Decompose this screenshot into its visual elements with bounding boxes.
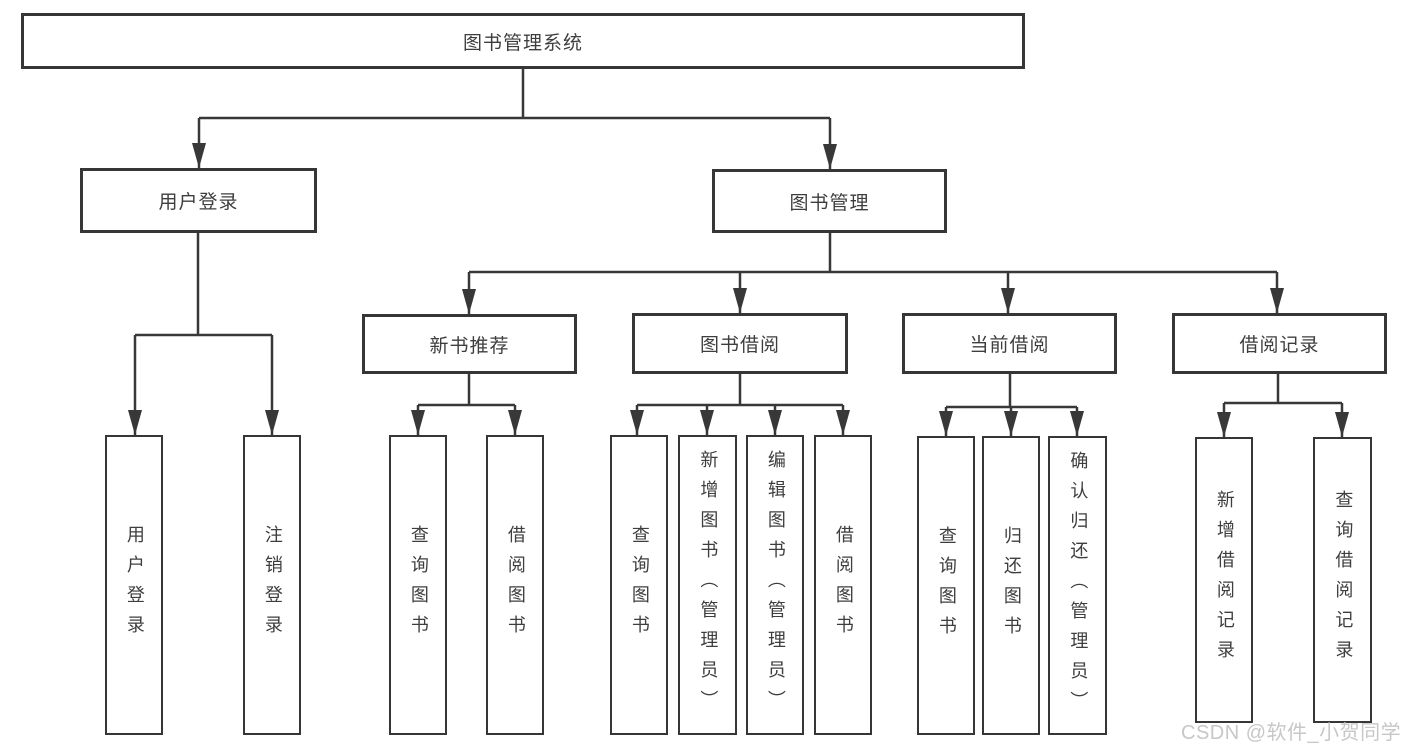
leaf-add-borrow-record: 新增借阅记录 xyxy=(1195,437,1253,723)
leaf-query-books-borrow: 查询图书 xyxy=(610,435,668,735)
node-new-book-recommend: 新书推荐 xyxy=(362,314,577,374)
leaf-user-login-label: 用户登录 xyxy=(124,525,145,645)
arrowheads xyxy=(128,143,1349,437)
node-current-borrow: 当前借阅 xyxy=(902,313,1117,374)
node-book-borrow: 图书借阅 xyxy=(632,313,848,374)
leaf-add-book-admin-label: 新增图书（管理员） xyxy=(698,450,719,720)
node-root: 图书管理系统 xyxy=(21,13,1025,69)
leaf-query-books-borrow-label: 查询图书 xyxy=(629,525,650,645)
node-user-login: 用户登录 xyxy=(80,168,317,233)
leaf-query-books-current: 查询图书 xyxy=(917,436,975,735)
leaf-confirm-return-admin: 确认归还（管理员） xyxy=(1048,436,1107,735)
leaf-query-borrow-record-label: 查询借阅记录 xyxy=(1333,490,1354,670)
leaf-logout: 注销登录 xyxy=(243,435,301,735)
leaf-add-book-admin: 新增图书（管理员） xyxy=(678,435,737,735)
leaf-confirm-return-admin-label: 确认归还（管理员） xyxy=(1068,450,1089,721)
leaf-add-borrow-record-label: 新增借阅记录 xyxy=(1214,490,1235,670)
leaf-borrow-book: 借阅图书 xyxy=(814,435,872,735)
leaf-borrow-books-recommend-label: 借阅图书 xyxy=(505,525,526,645)
connector-paths xyxy=(133,69,1344,437)
leaf-query-books-recommend: 查询图书 xyxy=(389,435,447,735)
leaf-borrow-books-recommend: 借阅图书 xyxy=(486,435,544,735)
leaf-query-books-recommend-label: 查询图书 xyxy=(408,525,429,645)
node-root-label: 图书管理系统 xyxy=(462,32,583,54)
leaf-query-borrow-record: 查询借阅记录 xyxy=(1313,437,1372,723)
node-book-management-label: 图书管理 xyxy=(789,192,870,214)
leaf-edit-book-admin-label: 编辑图书（管理员） xyxy=(765,450,786,720)
leaf-user-login: 用户登录 xyxy=(105,435,163,735)
leaf-return-book-label: 归还图书 xyxy=(1001,525,1022,646)
watermark: CSDN @软件_小贺同学 xyxy=(1181,722,1402,744)
leaf-borrow-book-label: 借阅图书 xyxy=(833,525,854,645)
leaf-logout-label: 注销登录 xyxy=(262,525,283,645)
node-borrow-records: 借阅记录 xyxy=(1172,313,1387,374)
node-borrow-records-label: 借阅记录 xyxy=(1239,335,1320,356)
node-new-book-recommend-label: 新书推荐 xyxy=(429,335,510,357)
node-current-borrow-label: 当前借阅 xyxy=(969,335,1050,356)
leaf-return-book: 归还图书 xyxy=(982,436,1040,735)
node-book-borrow-label: 图书借阅 xyxy=(699,335,780,356)
node-book-management: 图书管理 xyxy=(712,169,947,233)
node-user-login-label: 用户登录 xyxy=(158,192,239,213)
leaf-query-books-current-label: 查询图书 xyxy=(936,525,957,646)
leaf-edit-book-admin: 编辑图书（管理员） xyxy=(746,435,804,735)
